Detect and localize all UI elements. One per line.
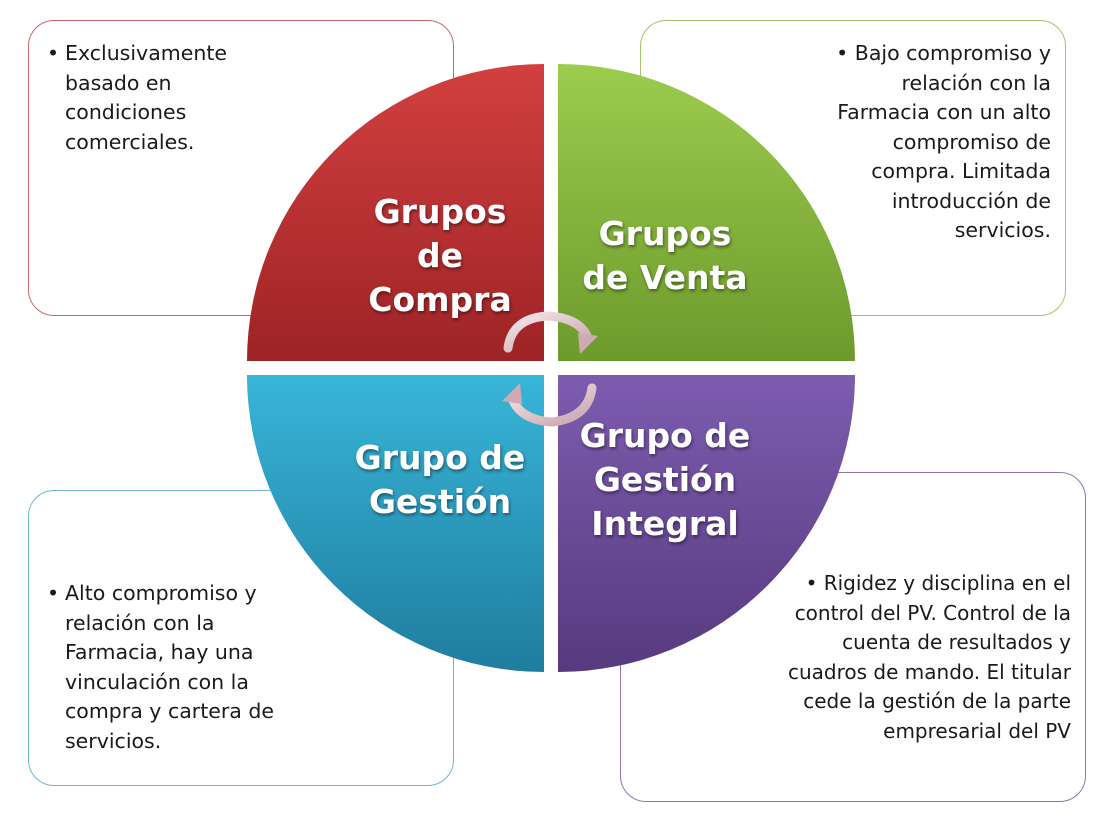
quadrant-gestion <box>247 375 544 672</box>
compra-quadrant-label: Grupos de Compra <box>368 192 512 319</box>
compra-bullet-item: Exclusivamente basado en condiciones com… <box>43 39 263 157</box>
gestion-bullet-item: Alto compromiso y relación con la Farmac… <box>43 579 283 756</box>
compra-bullet-list: Exclusivamente basado en condiciones com… <box>43 39 263 157</box>
quadrant-compra <box>247 64 544 361</box>
venta-quadrant-label: Grupos de Venta <box>582 214 748 297</box>
circular-arrows-icon <box>502 311 598 427</box>
venta-bullet-item: Bajo compromiso y relación con la Farmac… <box>801 39 1051 246</box>
gestion-bullet-list: Alto compromiso y relación con la Farmac… <box>43 579 283 756</box>
venta-bullet-list: Bajo compromiso y relación con la Farmac… <box>801 39 1051 246</box>
integral-bullet-list: Rigidez y disciplina en el control del P… <box>771 569 1071 746</box>
gestion-description-box: Alto compromiso y relación con la Farmac… <box>28 490 454 786</box>
quadrant-venta <box>558 64 855 361</box>
gestion-quadrant-label: Grupo de Gestión <box>354 438 526 521</box>
quadrant-integral <box>558 375 855 672</box>
integral-quadrant-label: Grupo de Gestión Integral <box>579 416 751 543</box>
integral-bullet-item: Rigidez y disciplina en el control del P… <box>771 569 1071 746</box>
